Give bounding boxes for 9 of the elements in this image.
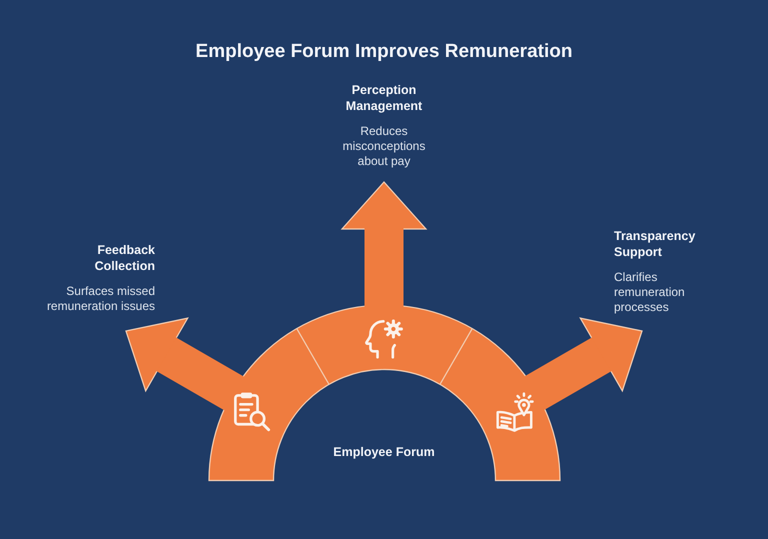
heading: Transparency Support (614, 228, 696, 260)
description: Reduces misconceptions about pay (342, 124, 426, 169)
description: Clarifies remuneration processes (614, 270, 686, 315)
heading: Perception Management (344, 82, 424, 114)
title: Employee Forum Improves Remuneration (196, 41, 572, 63)
heading: Feedback Collection (94, 242, 155, 274)
arrow (341, 181, 427, 307)
center-label: Employee Forum (333, 444, 435, 460)
description: Surfaces missed remuneration issues (46, 284, 155, 314)
